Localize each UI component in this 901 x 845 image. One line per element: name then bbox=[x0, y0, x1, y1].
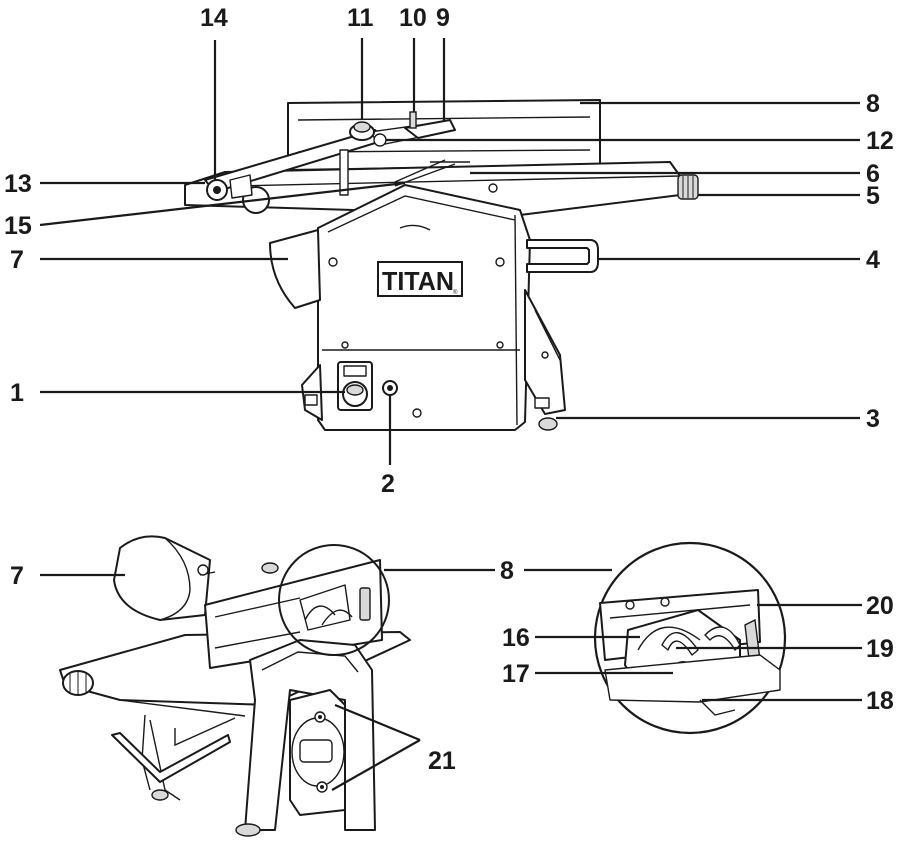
callout-12: 12 bbox=[866, 127, 894, 155]
callout-4: 4 bbox=[866, 246, 880, 274]
fence-slot-19 bbox=[661, 632, 699, 656]
callout-17: 17 bbox=[502, 660, 530, 688]
callout-20: 20 bbox=[866, 592, 894, 620]
callout-5: 5 bbox=[866, 182, 880, 210]
rear-stand-handle bbox=[111, 732, 231, 783]
callout-10: 10 bbox=[399, 4, 427, 32]
callout-labels: 1 2 3 4 5 6 7 8 9 10 11 12 13 14 15 7 8 … bbox=[4, 4, 894, 775]
callout-2: 2 bbox=[381, 470, 395, 498]
rear-dust-hood bbox=[113, 535, 211, 621]
callout-15: 15 bbox=[4, 212, 32, 240]
machine-front-view: TITAN ® bbox=[184, 99, 699, 431]
callout-1: 1 bbox=[10, 379, 24, 407]
callout-21: 21 bbox=[428, 747, 456, 775]
callout-14: 14 bbox=[200, 4, 228, 32]
callout-16: 16 bbox=[502, 624, 530, 652]
brand-logo: TITAN bbox=[382, 266, 454, 296]
callout-9: 9 bbox=[436, 4, 450, 32]
carry-handle bbox=[526, 239, 599, 273]
stand-foot bbox=[538, 417, 558, 431]
callout-8: 8 bbox=[866, 90, 880, 118]
callout-18: 18 bbox=[866, 687, 894, 715]
callout-7-lower: 7 bbox=[10, 562, 24, 590]
machine-rear-view bbox=[59, 535, 411, 837]
callout-3: 3 bbox=[866, 405, 880, 433]
callout-19: 19 bbox=[866, 635, 894, 663]
brand-logo-mark: ® bbox=[453, 289, 458, 296]
callout-8-lower: 8 bbox=[500, 557, 514, 585]
brand-logo-box bbox=[377, 261, 463, 297]
callout-7: 7 bbox=[10, 246, 24, 274]
fence-lock-handle bbox=[404, 119, 456, 139]
callout-13: 13 bbox=[4, 170, 32, 198]
dust-extraction-hood bbox=[269, 229, 321, 309]
detail-table bbox=[604, 654, 781, 703]
fence-detail-view bbox=[593, 541, 787, 735]
callout-6: 6 bbox=[866, 160, 880, 188]
callout-11: 11 bbox=[347, 4, 374, 32]
detail-callout-circle bbox=[278, 544, 390, 656]
leader-lines bbox=[39, 38, 862, 791]
